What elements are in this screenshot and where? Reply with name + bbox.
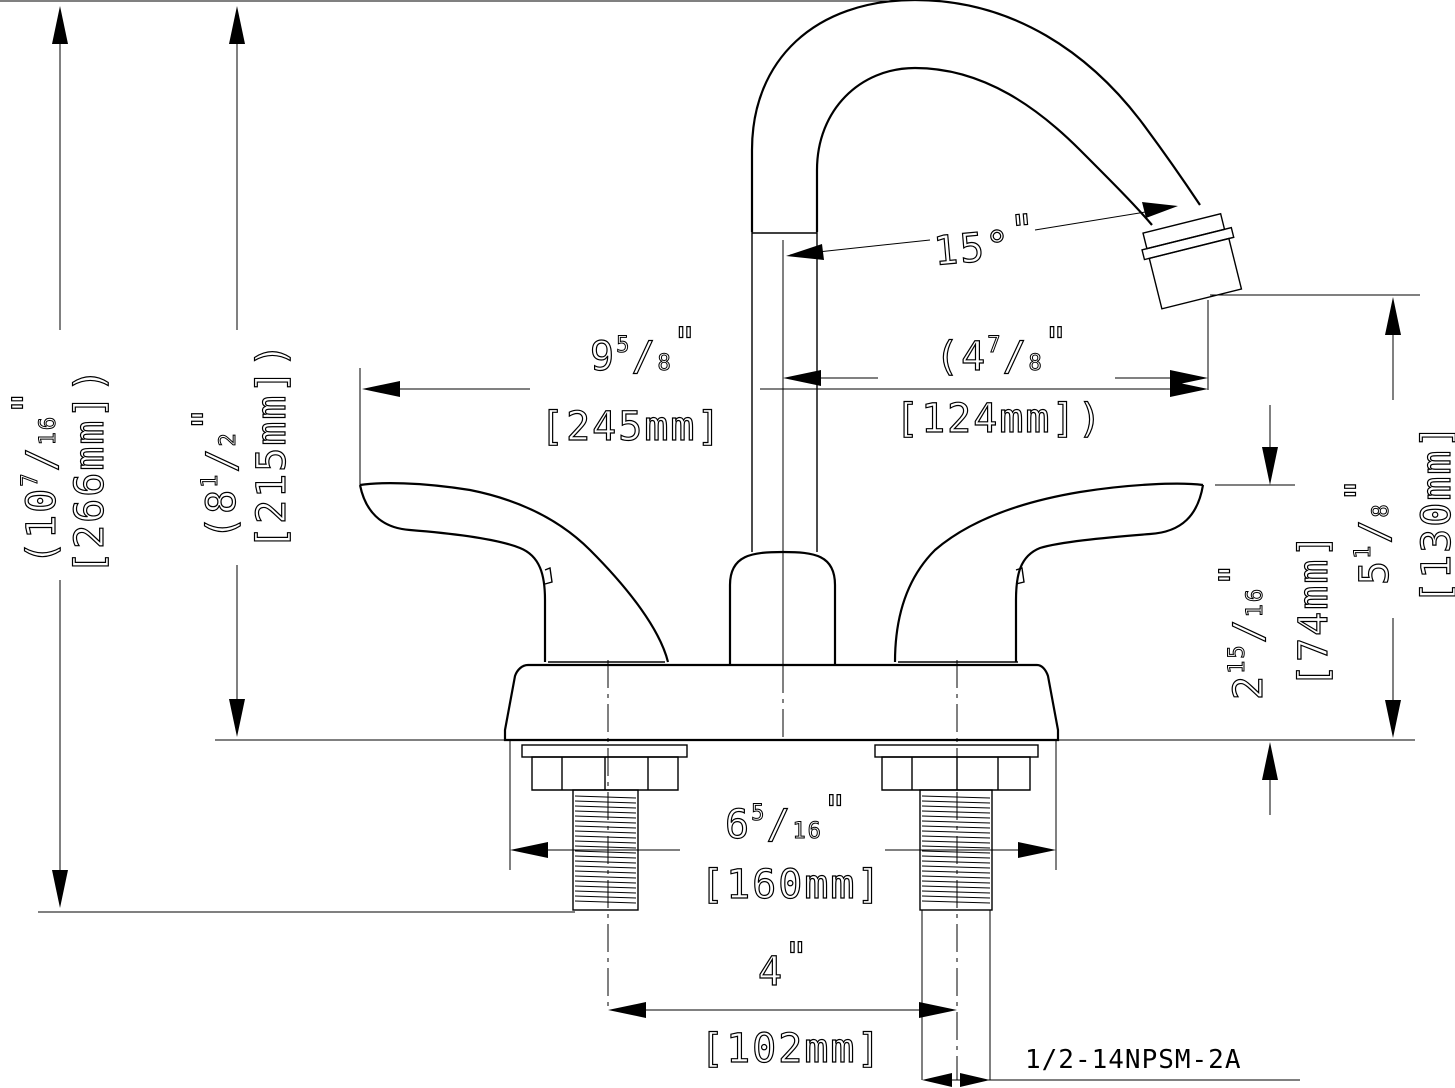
center-spacing-value: 4 xyxy=(758,949,784,995)
dim-spout-height: (81/2" [215mm]) xyxy=(184,6,296,737)
extension-lines xyxy=(0,0,1420,1080)
spout-reach-metric: [124mm]) xyxy=(895,396,1104,442)
spout-outer xyxy=(750,0,1201,232)
spout-height-num: 1 xyxy=(198,473,223,488)
dim-thread-spec: 1/2-14NPSM-2A xyxy=(922,1045,1300,1087)
spout-inner xyxy=(815,66,1153,232)
handle-height-whole: 2 xyxy=(1226,674,1272,700)
dim-handle-height: 215/16" [74mm] xyxy=(1211,405,1338,815)
svg-text:65/16": 65/16" xyxy=(725,788,849,848)
right-handle xyxy=(893,482,1205,663)
base-width-den: 16 xyxy=(792,819,823,844)
left-handle-cap xyxy=(544,567,553,585)
svg-text:(107/16": (107/16" xyxy=(5,389,65,565)
dim-center-spacing: 4" [102mm] xyxy=(608,934,957,1073)
overall-width-num: 5 xyxy=(616,333,631,358)
spout-angle-value: 15° xyxy=(932,222,1014,275)
center-spacing-metric: [102mm] xyxy=(700,1026,883,1072)
thread-spec-note: 1/2-14NPSM-2A xyxy=(1025,1045,1242,1075)
spout-pipe xyxy=(751,232,818,552)
aerator xyxy=(1141,212,1243,310)
overall-width-metric: [245mm] xyxy=(540,404,723,450)
svg-text:(47/8": (47/8" xyxy=(935,320,1070,380)
overall-height-whole: 10 xyxy=(19,487,65,539)
spout-reach-whole: 4 xyxy=(961,334,987,380)
spout-height-den: 2 xyxy=(216,431,241,446)
dim-overall-width: 95/8" [245mm] xyxy=(362,319,1208,451)
overall-height-unit: " xyxy=(5,389,51,415)
svg-text:[266mm]): [266mm]) xyxy=(67,366,113,575)
left-handle xyxy=(358,482,670,663)
base-width-num: 5 xyxy=(751,801,766,826)
spout-reach-open: ( xyxy=(935,334,961,380)
aerator-height-whole: 5 xyxy=(1352,559,1398,585)
dim-spout-reach: (47/8" [124mm]) xyxy=(783,319,1208,443)
overall-height-close: ) xyxy=(67,366,113,392)
overall-width-unit: " xyxy=(673,320,699,366)
svg-text:215/16": 215/16" xyxy=(1212,561,1272,700)
center-spacing-unit: " xyxy=(784,935,810,981)
spout-height-whole: 8 xyxy=(199,488,245,514)
overall-height-num: 7 xyxy=(18,471,43,486)
overall-width-den: 8 xyxy=(657,351,672,376)
deck-plate xyxy=(503,663,1060,742)
base-width-metric: [160mm] xyxy=(700,862,883,908)
left-mounting-nut xyxy=(521,744,688,791)
aerator-height-den: 8 xyxy=(1369,502,1394,517)
svg-text:95/8": 95/8" xyxy=(590,320,699,380)
base-width-unit: " xyxy=(823,788,849,834)
svg-text:4": 4" xyxy=(758,935,810,995)
overall-height-metric: [266mm] xyxy=(67,392,113,575)
svg-text:[215mm]): [215mm]) xyxy=(249,341,295,550)
spout-reach-den: 8 xyxy=(1029,351,1044,376)
dim-overall-height: (107/16" [266mm]) xyxy=(4,6,114,908)
dim-spout-angle: 15°" xyxy=(786,202,1178,276)
dim-base-width: 65/16" [160mm] xyxy=(510,787,1056,909)
spout-reach-unit: " xyxy=(1044,320,1070,366)
aerator-height-metric: [130mm] xyxy=(1414,422,1455,605)
overall-height-den: 16 xyxy=(36,415,61,446)
right-handle-cap xyxy=(1015,567,1025,585)
faucet-outline xyxy=(358,0,1243,911)
center-lines xyxy=(607,660,958,1080)
spout-height-open: ( xyxy=(199,514,245,540)
svg-text:(81/2": (81/2" xyxy=(185,405,245,540)
overall-height-open: ( xyxy=(19,539,65,565)
aerator-height-unit: " xyxy=(1338,476,1384,502)
svg-text:51/8": 51/8" xyxy=(1338,476,1398,585)
spout-height-metric: [215mm] xyxy=(249,367,295,550)
handle-height-num: 15 xyxy=(1225,643,1250,674)
spout-height-close: ) xyxy=(249,341,295,367)
svg-text:15°": 15°" xyxy=(931,206,1040,275)
spout-height-unit: " xyxy=(185,405,231,431)
handle-height-metric: [74mm] xyxy=(1291,532,1337,689)
spout-angle-unit: " xyxy=(1009,206,1039,254)
spout-reach-num: 7 xyxy=(987,333,1002,358)
handle-height-unit: " xyxy=(1212,561,1258,587)
handle-height-den: 16 xyxy=(1243,587,1268,618)
aerator-height-num: 1 xyxy=(1351,544,1376,559)
base-width-whole: 6 xyxy=(725,802,751,848)
overall-width-whole: 9 xyxy=(590,334,616,380)
dim-aerator-height: 51/8" [130mm] xyxy=(1337,297,1455,738)
